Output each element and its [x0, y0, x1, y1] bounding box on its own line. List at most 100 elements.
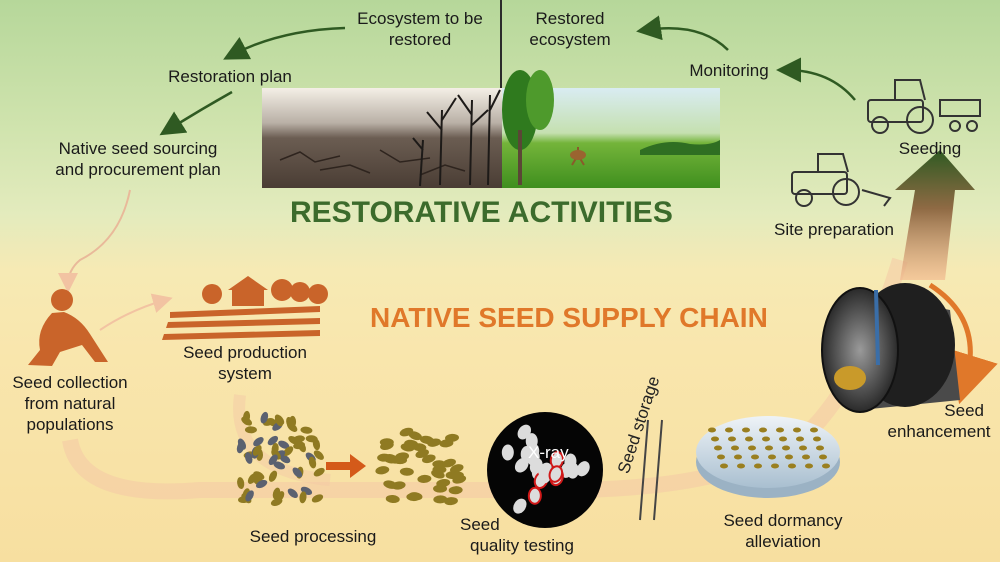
seed: [819, 454, 827, 460]
label-ecosystem-to-be-restored: Ecosystem to be restored: [340, 8, 500, 50]
seed: [793, 427, 801, 433]
seed: [771, 463, 779, 469]
label-line: system: [218, 364, 272, 383]
seed: [241, 416, 252, 426]
processing-arrow: [326, 454, 366, 478]
seed: [313, 467, 325, 477]
seed: [548, 465, 564, 483]
seed: [708, 427, 716, 433]
kneeling-collector-icon: [28, 289, 108, 366]
label-seed-collection: Seed collection from natural populations: [0, 372, 140, 435]
seed: [796, 436, 804, 442]
tractor-seeder-icon: [867, 79, 981, 134]
label-seeding: Seeding: [898, 139, 962, 158]
seed: [419, 435, 434, 444]
seed: [286, 416, 294, 429]
seed: [725, 427, 733, 433]
seed: [759, 427, 767, 433]
label-seed-dormancy: Seed dormancy alleviation: [708, 510, 858, 552]
seed: [293, 441, 306, 450]
seed: [311, 494, 324, 503]
seed: [816, 445, 824, 451]
arrow-to-restoration-plan: [223, 26, 346, 60]
label-line: Seed collection: [12, 373, 128, 392]
seed: [400, 443, 415, 452]
label-line: alleviation: [745, 532, 821, 551]
seed: [293, 435, 305, 443]
seed: [271, 442, 279, 455]
seed: [399, 427, 414, 437]
label-line: and procurement plan: [55, 160, 221, 179]
seed: [278, 440, 290, 449]
label-line: Seed: [460, 515, 500, 534]
seed: [253, 437, 264, 447]
seed: [734, 454, 742, 460]
seed: [711, 436, 719, 442]
seed: [448, 486, 463, 495]
germination-plate-icon: [696, 416, 840, 498]
seed: [436, 478, 451, 488]
seed: [576, 461, 590, 477]
seed: [779, 436, 787, 442]
seed: [754, 463, 762, 469]
seed: [412, 443, 427, 452]
seed: [810, 427, 818, 433]
seed: [501, 444, 514, 461]
seed: [245, 490, 254, 502]
clean-seed-pile: [375, 427, 467, 506]
seed: [422, 454, 436, 464]
seed: [244, 452, 253, 464]
banner-restorative-activities: RESTORATIVE ACTIVITIES: [290, 196, 673, 229]
seed: [442, 458, 456, 468]
farm-field-icon: [162, 276, 328, 340]
seed: [283, 446, 294, 457]
label-restored-ecosystem: Restored ecosystem: [515, 8, 625, 50]
xray-disc-icon: [487, 412, 603, 528]
dry-landscape-icon: [262, 88, 502, 188]
label-xray: X-ray: [528, 443, 569, 462]
label-seed-quality-testing: Seed quality testing: [452, 514, 592, 556]
seed: [527, 449, 540, 466]
seed: [244, 426, 257, 434]
seed: [375, 466, 390, 475]
seed: [762, 436, 770, 442]
seed: [308, 456, 317, 469]
seed: [432, 465, 447, 474]
seed: [748, 445, 756, 451]
seed: [745, 436, 753, 442]
label-site-preparation: Site preparation: [773, 220, 895, 239]
label-line: enhancement: [887, 422, 991, 441]
green-meadow-icon: [502, 70, 720, 188]
seed: [292, 467, 303, 478]
seed: [313, 450, 324, 460]
label-line: Restored: [535, 9, 605, 28]
seed: [751, 454, 759, 460]
seed: [799, 445, 807, 451]
arrow-to-sourcing: [159, 90, 233, 136]
seed: [768, 454, 776, 460]
seed: [252, 445, 262, 456]
seed: [802, 454, 810, 460]
seed: [237, 477, 245, 490]
seed: [385, 494, 400, 504]
seed: [384, 453, 399, 463]
seed: [236, 441, 245, 454]
seed: [443, 497, 458, 506]
seed: [805, 463, 813, 469]
seed: [268, 470, 278, 482]
seed: [514, 457, 529, 473]
seed: [300, 426, 313, 434]
label-seed-production: Seed production system: [170, 342, 320, 384]
seed: [399, 467, 414, 476]
seed: [731, 445, 739, 451]
seed: [822, 463, 830, 469]
seed: [299, 491, 307, 504]
label-line: Ecosystem to be: [357, 9, 483, 28]
label-line: quality testing: [470, 536, 574, 555]
seed: [417, 474, 432, 483]
seed: [527, 486, 542, 505]
seed: [433, 495, 448, 504]
rising-arrow: [895, 150, 975, 280]
arrow-to-collection: [58, 189, 131, 293]
